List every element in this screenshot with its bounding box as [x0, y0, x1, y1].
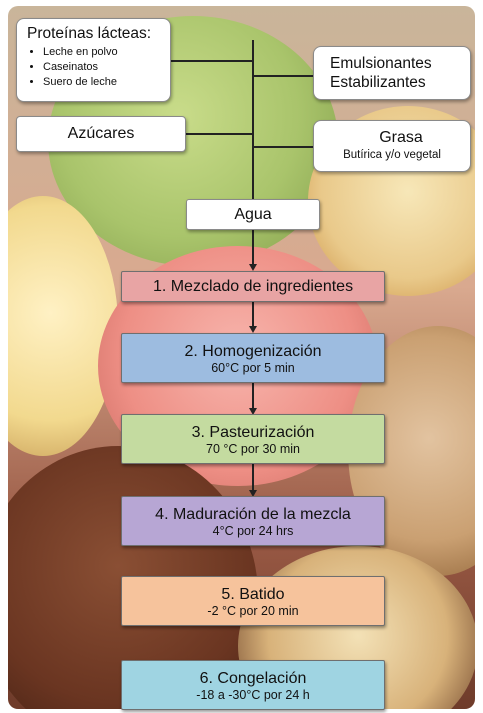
step-4-maduracion: 4. Maduración de la mezcla 4°C por 24 hr…: [121, 496, 385, 546]
grasa-label: Grasa: [314, 128, 470, 148]
connector-1-2: [252, 301, 254, 327]
proteinas-item: Caseinatos: [43, 60, 160, 75]
step-3-sub: 70 °C por 30 min: [122, 442, 384, 457]
connector-grasa: [253, 146, 313, 148]
proteinas-item: Suero de leche: [43, 75, 160, 90]
estabilizantes-label: Estabilizantes: [330, 73, 470, 92]
proteinas-item: Leche en polvo: [43, 45, 160, 60]
proteinas-title: Proteínas lácteas:: [27, 25, 160, 43]
step-5-batido: 5. Batido -2 °C por 20 min: [121, 576, 385, 626]
step-2-sub: 60°C por 5 min: [122, 361, 384, 376]
step-6-congelacion: 6. Congelación -18 a -30°C por 24 h: [121, 660, 385, 710]
step-5-title: 5. Batido: [122, 585, 384, 604]
proteinas-box: Proteínas lácteas: Leche en polvo Casein…: [16, 18, 171, 102]
step-5-sub: -2 °C por 20 min: [122, 604, 384, 619]
arrow-to-step-2: [249, 326, 257, 333]
azucares-box: Azúcares: [16, 116, 186, 152]
step-4-title: 4. Maduración de la mezcla: [122, 505, 384, 524]
connector-top-vertical: [252, 40, 254, 200]
step-3-title: 3. Pasteurización: [122, 423, 384, 442]
step-2-homogenizacion: 2. Homogenización 60°C por 5 min: [121, 333, 385, 383]
arrow-to-step-1: [249, 264, 257, 271]
proteinas-list: Leche en polvo Caseinatos Suero de leche: [27, 45, 160, 90]
grasa-box: Grasa Butírica y/o vegetal: [313, 120, 471, 172]
connector-proteinas: [170, 60, 252, 62]
connector-agua-down: [252, 229, 254, 265]
azucares-label: Azúcares: [68, 125, 135, 142]
step-1-title: 1. Mezclado de ingredientes: [122, 277, 384, 296]
emulsionantes-box: Emulsionantes Estabilizantes: [313, 46, 471, 100]
step-4-sub: 4°C por 24 hrs: [122, 524, 384, 539]
step-6-title: 6. Congelación: [122, 669, 384, 688]
step-2-title: 2. Homogenización: [122, 342, 384, 361]
emulsionantes-label: Emulsionantes: [330, 54, 470, 73]
agua-box: Agua: [186, 199, 320, 230]
step-3-pasteurizacion: 3. Pasteurización 70 °C por 30 min: [121, 414, 385, 464]
step-1-mezclado: 1. Mezclado de ingredientes: [121, 271, 385, 302]
grasa-sub: Butírica y/o vegetal: [314, 148, 470, 163]
agua-label: Agua: [234, 206, 271, 223]
connector-azucares: [185, 133, 252, 135]
connector-2-3: [252, 382, 254, 408]
connector-emulsionantes: [253, 75, 313, 77]
connector-3-4: [252, 463, 254, 490]
step-6-sub: -18 a -30°C por 24 h: [122, 688, 384, 703]
